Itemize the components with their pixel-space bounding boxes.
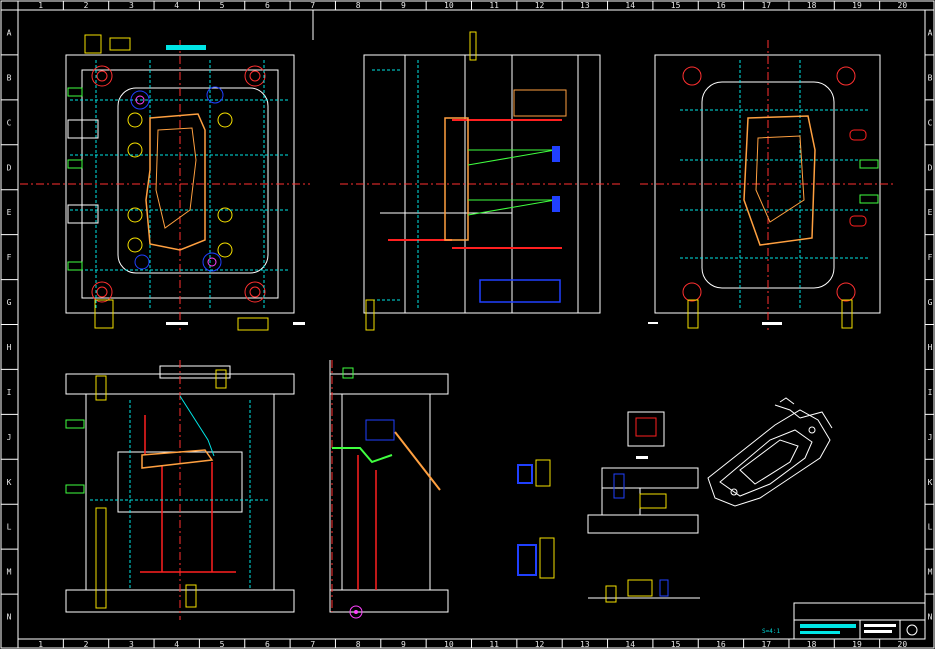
top-zone-label: 11 [489,1,499,10]
left-zone-label: D [7,163,12,172]
top-zone-label: 9 [401,1,406,10]
bottom-zone-label: 16 [716,640,726,649]
detail-parts [517,411,700,603]
bottom-zone-label: 12 [535,640,545,649]
bottom-zone-label: 15 [671,640,681,649]
right-zone-label: J [928,433,933,442]
left-zone-label: M [7,568,12,577]
bottom-zone-label: 19 [852,640,862,649]
top-zone-label: 12 [535,1,545,10]
bottom-zone-label: 4 [174,640,179,649]
left-zone-label: I [7,388,12,397]
view-fixed-half-plan [20,34,310,331]
top-zone-label: 14 [625,1,635,10]
right-zone-label: D [928,163,933,172]
left-zone-label: K [7,478,12,487]
left-zone-label: H [7,343,12,352]
left-zone-label: E [7,208,12,217]
top-zone-label: 19 [852,1,862,10]
right-zone-label: F [928,253,933,262]
title-block [793,602,926,640]
right-zone-label: N [928,613,933,622]
view-moving-half-plan [640,40,895,330]
bottom-zone-label: 2 [84,640,89,649]
isometric-part [707,397,833,507]
bottom-zone-label: 13 [580,640,590,649]
top-zone-label: 4 [174,1,179,10]
right-zone-label: B [928,73,933,82]
right-zone-label: G [928,298,933,307]
right-zone-label: C [928,118,933,127]
top-zone-label: 16 [716,1,726,10]
view-side-section [340,31,620,331]
bottom-zone-label: 17 [761,640,771,649]
bottom-zone-label: 10 [444,640,454,649]
right-zone-label: A [928,28,933,37]
left-zone-label: B [7,73,12,82]
bottom-zone-label: 8 [356,640,361,649]
left-zone-label: F [7,253,12,262]
bottom-zone-label: 20 [898,640,908,649]
right-zone-label: H [928,343,933,352]
view-front-section [65,360,295,620]
bottom-zone-label: 7 [310,640,315,649]
top-zone-label: 3 [129,1,134,10]
bottom-zone-label: 14 [625,640,635,649]
top-zone-label: 2 [84,1,89,10]
right-zone-label: L [928,523,933,532]
bottom-zone-label: 5 [220,640,225,649]
right-zone-label: I [928,388,933,397]
left-zone-label: J [7,433,12,442]
right-zone-label: K [928,478,933,487]
top-zone-label: 15 [671,1,681,10]
top-zone-label: 13 [580,1,590,10]
right-zone-label: M [928,568,933,577]
right-zone-label: E [928,208,933,217]
top-zone-label: 17 [761,1,771,10]
left-zone-label: L [7,523,12,532]
top-zone-label: 1 [38,1,43,10]
bottom-zone-label: 9 [401,640,406,649]
left-zone-label: A [7,28,12,37]
bottom-zone-label: 6 [265,640,270,649]
bottom-zone-label: 18 [807,640,817,649]
left-zone-label: N [7,613,12,622]
left-zone-label: G [7,298,12,307]
view-side-section-2 [329,360,449,619]
bottom-zone-label: 3 [129,640,134,649]
top-zone-label: 6 [265,1,270,10]
detail-scale-label: S=4:1 [762,628,780,635]
inner-border [17,9,926,640]
left-zone-label: C [7,118,12,127]
top-zone-label: 5 [220,1,225,10]
top-zone-label: 7 [310,1,315,10]
top-zone-label: 20 [898,1,908,10]
top-zone-label: 8 [356,1,361,10]
top-zone-label: 10 [444,1,454,10]
bottom-zone-label: 1 [38,640,43,649]
top-zone-label: 18 [807,1,817,10]
bottom-zone-label: 11 [489,640,499,649]
